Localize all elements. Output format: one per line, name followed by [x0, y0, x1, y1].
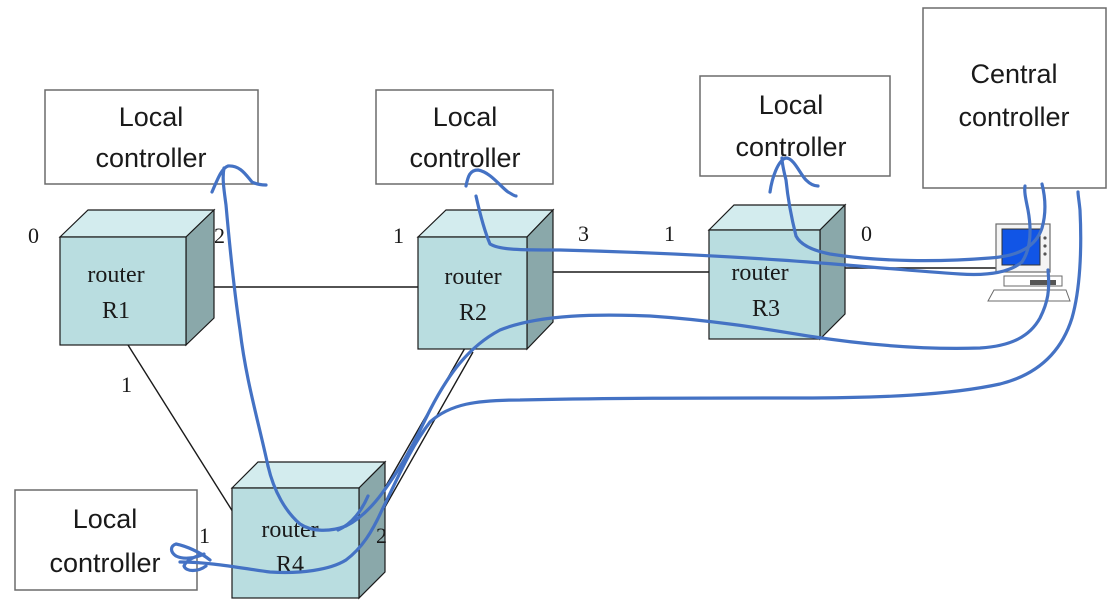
controller-label-line2: controller — [95, 143, 206, 173]
local-controller-r3: Local controller — [699, 75, 891, 177]
controller-label-line2: controller — [958, 102, 1069, 132]
router-id: R3 — [752, 296, 780, 322]
local-controller-r1: Local controller — [44, 89, 259, 185]
router-id: R4 — [276, 552, 304, 578]
controller-label-line2: controller — [735, 132, 846, 162]
router-label: router — [261, 517, 318, 543]
annotation-path-r1-r4 — [266, 268, 1051, 532]
controller-label-line2: controller — [409, 143, 520, 173]
controller-label-line2: controller — [49, 548, 160, 578]
local-controller-r2: Local controller — [375, 89, 554, 185]
router-r1: router R1 — [58, 208, 216, 347]
controller-label-line1: Local — [759, 90, 824, 120]
annotation-arrow-r3 — [768, 156, 1047, 263]
control-paths-annotation — [169, 156, 1083, 575]
controller-label-line1: Local — [433, 102, 498, 132]
port-label: 1 — [121, 372, 132, 397]
port-label: 1 — [393, 223, 404, 248]
annotation-path-r4-central — [178, 190, 1083, 575]
annotation-squiggle-r4 — [169, 542, 212, 573]
port-label: 0 — [28, 223, 39, 248]
annotation-hook-r4 — [336, 494, 370, 532]
port-label: 2 — [214, 223, 225, 248]
annotation-arrow-r2 — [464, 168, 1032, 277]
router-r2: router R2 — [416, 208, 555, 351]
port-label: 2 — [376, 523, 387, 548]
central-controller: Central controller — [922, 7, 1107, 189]
local-controller-r4: Local controller — [14, 489, 198, 591]
router-label: router — [444, 264, 501, 290]
port-label: 1 — [664, 221, 675, 246]
router-id: R2 — [459, 300, 487, 326]
link-r1-r4 — [127, 344, 239, 521]
router-r3: router R3 — [707, 203, 847, 341]
port-label: 0 — [861, 221, 872, 246]
router-label: router — [731, 260, 788, 286]
router-label: router — [87, 262, 144, 288]
controller-label-line1: Central — [970, 59, 1057, 89]
controller-label-line1: Local — [73, 504, 138, 534]
port-label: 1 — [199, 523, 210, 548]
controller-label-line1: Local — [119, 102, 184, 132]
router-id: R1 — [102, 298, 130, 324]
router-r4: router R4 — [230, 460, 387, 600]
annotation-arrow-r1 — [210, 164, 270, 468]
port-labels: 0 2 1 1 3 1 0 1 2 — [28, 221, 872, 548]
port-label: 3 — [578, 221, 589, 246]
